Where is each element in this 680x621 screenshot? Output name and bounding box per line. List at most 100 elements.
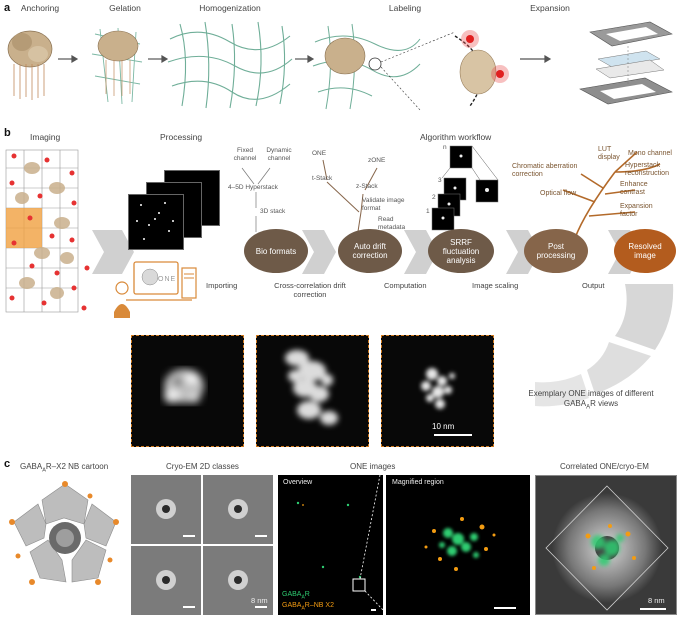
imaging-title: Imaging (30, 132, 61, 142)
node-srrf-analysis: SRRF fluctuation analysis (428, 229, 494, 273)
zone-tree-label: zONE (368, 157, 386, 164)
cryo-em-title: Cryo-EM 2D classes (166, 462, 239, 471)
legend-nb-post: R–NB X2 (304, 602, 334, 609)
panel-a-illustrations (7, 21, 673, 111)
legend-nb-sub: A (301, 605, 305, 612)
legend-gaba: GABAAR (282, 591, 310, 600)
expansion-chamber-illustration (579, 21, 673, 105)
exemplary-image-1-blobs (164, 369, 204, 403)
enhance-contrast-label: Enhance contrast (620, 181, 648, 196)
exemplary-caption: Exemplary ONE images of different GABAAR… (507, 389, 675, 413)
one-logo-text: ONE (158, 276, 177, 283)
hyperstack-label: 4–5D Hyperstack (228, 184, 278, 191)
correlated-title: Correlated ONE/cryo-EM (560, 462, 649, 471)
node-post-processing: Post processing (524, 229, 588, 273)
exemplary-caption-post: R views (590, 399, 619, 408)
arrow-a4 (520, 54, 552, 64)
exemplary-image-3: 10 nm (381, 335, 494, 447)
srrf-frame-stack (431, 145, 499, 231)
exemplary-image-3-blobs (421, 368, 455, 409)
arrow-a3 (295, 54, 315, 64)
computer-user-illustration (114, 261, 197, 318)
import-tree-lines (241, 167, 271, 232)
algorithm-workflow-title: Algorithm workflow (420, 132, 492, 142)
step-homogenization-title: Homogenization (199, 3, 261, 13)
srrf-num-1: 1 (426, 208, 430, 215)
stage-output-label: Output (582, 281, 605, 290)
stage-drift-correction-label: Cross-correlation drift correction (274, 281, 346, 299)
stage-computation-label: Computation (384, 281, 427, 290)
legend-gaba-post: R (304, 591, 310, 598)
fixed-channel-label: Fixed channel (233, 147, 257, 162)
cartoon-title-pre: GABA (20, 462, 43, 471)
labeling-illustration (312, 23, 509, 111)
exemplary-caption-line1: Exemplary ONE images of different (528, 389, 654, 398)
srrf-n-label: n (443, 144, 447, 151)
imaging-grid-illustration (5, 149, 90, 313)
one-tree-label: ONE (312, 150, 327, 157)
z-stack-label: z-Stack (356, 183, 378, 190)
processing-frame-front (128, 194, 184, 250)
magnified-points (424, 517, 516, 609)
step-anchoring-title: Anchoring (20, 3, 60, 13)
magnified-label: Magnified region (392, 479, 444, 486)
legend-nb: GABAAR–NB X2 (282, 602, 334, 611)
legend-nb-pre: GABA (282, 602, 302, 609)
one-images-title: ONE images (350, 462, 396, 471)
exemplary-scale-label: 10 nm (432, 422, 455, 431)
homogenization-illustration (167, 21, 293, 109)
overview-label: Overview (283, 479, 313, 486)
exemplary-scale-bar (434, 434, 472, 436)
cartoon-title-post: R–X2 NB cartoon (45, 462, 109, 471)
gelation-illustration (91, 27, 143, 105)
processing-title: Processing (160, 132, 203, 142)
exemplary-image-1 (131, 335, 244, 447)
gaba-pentamer-cartoon (9, 481, 119, 585)
panel-b-letter: b (4, 127, 11, 139)
step-labeling-title: Labeling (388, 3, 422, 13)
node-resolved-image: Resolved image (614, 229, 676, 273)
legend-gaba-pre: GABA (282, 591, 302, 598)
curved-chevron-arrows (535, 284, 674, 407)
one-magnified-image: Magnified region (386, 475, 530, 615)
step-gelation-title: Gelation (109, 3, 141, 13)
stage-importing-label: Importing (206, 281, 238, 290)
arrow-a2 (148, 54, 169, 64)
exemplary-image-2-blobs (285, 350, 338, 425)
panel-c-letter: c (4, 458, 11, 470)
legend-gaba-sub: A (301, 594, 305, 601)
srrf-num-3: 3 (438, 177, 442, 184)
correlated-scale-label: 8 nm (648, 596, 665, 605)
exemplary-caption-sub: A (586, 404, 591, 411)
dynamic-channel-label: Dynamic channel (266, 147, 292, 162)
post-tree-lines (562, 151, 661, 239)
lut-display-label: LUT display (598, 146, 620, 161)
node-bio-formats: Bio formats (244, 229, 308, 273)
one-overview-image: Overview GABAAR GABAAR–NB X2 (278, 475, 383, 615)
panel-a-letter: a (4, 2, 11, 14)
exemplary-image-2 (256, 335, 369, 447)
cartoon-title-sub: A (42, 467, 46, 474)
step-expansion-title: Expansion (530, 3, 570, 13)
correlated-image: 8 nm (535, 475, 677, 615)
t-stack-label: t-Stack (312, 175, 333, 182)
srrf-num-2: 2 (432, 194, 436, 201)
chromatic-aberration-label: Chromatic aberration correction (512, 163, 578, 178)
read-metadata-label: Read metadata (378, 216, 406, 231)
cartoon-title: GABAAR–X2 NB cartoon (20, 462, 108, 474)
anchoring-protein-illustration (7, 30, 53, 100)
exemplary-caption-gaba: GABA (563, 399, 587, 408)
arrow-a1 (58, 54, 79, 64)
mono-channel-label: Mono channel (628, 150, 672, 157)
hyperstack-reconstruction-label: Hyperstack reconstruction (625, 162, 669, 177)
processing-frame-dots (136, 202, 174, 240)
stack-3d-label: 3D stack (260, 208, 286, 215)
cryo-class-particles (156, 499, 267, 608)
node-auto-drift-correction: Auto drift correction (338, 229, 402, 273)
optical-flow-label: Optical flow (540, 190, 577, 197)
expansion-factor-label: Expansion factor (620, 203, 653, 218)
validate-format-label: Validate image format (362, 197, 405, 212)
cryo-scale-label: 8 nm (251, 596, 268, 605)
correlated-overlay (545, 485, 669, 611)
stage-image-scaling-label: Image scaling (472, 281, 519, 290)
